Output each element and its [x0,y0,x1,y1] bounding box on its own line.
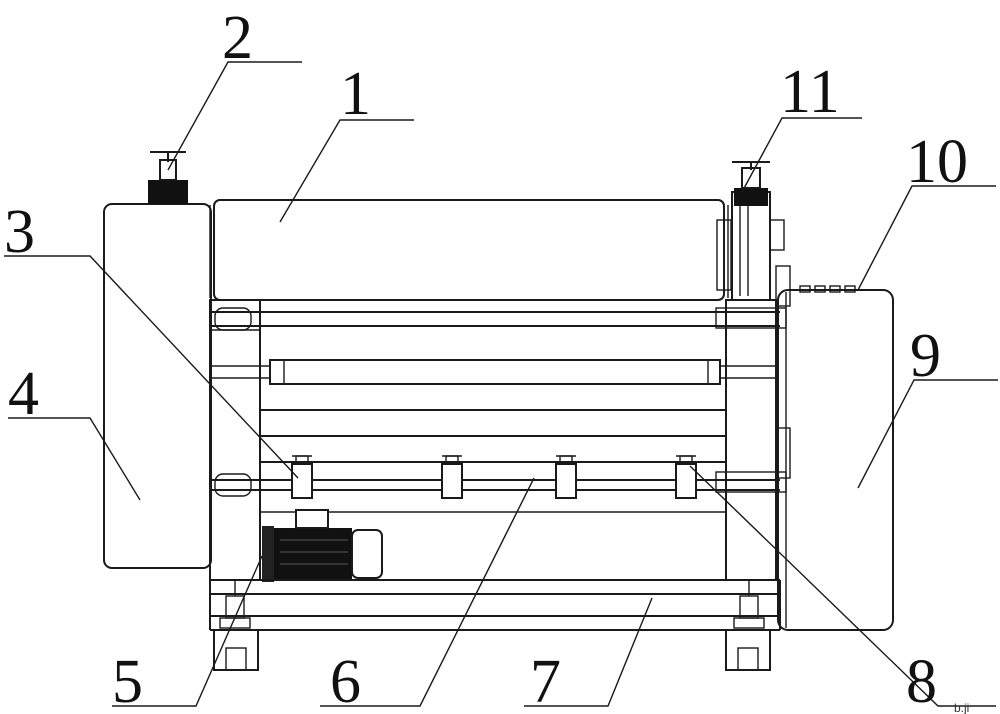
label-5: 5 [112,648,143,714]
label-4: 4 [8,360,39,428]
knife-holder-1 [291,455,313,499]
motor [262,509,383,582]
upper-shaft [210,311,780,327]
label-9: 9 [910,322,941,390]
knife-holder-2 [441,455,463,499]
label-8: 8 [906,648,937,714]
right-handwheel [732,161,770,206]
bottom-base [209,579,781,631]
label-2: 2 [222,4,253,72]
label-10: 10 [906,128,968,196]
right-foot [725,580,771,671]
left-foot [213,580,259,671]
control-buttons [799,285,856,293]
label-7: 7 [530,648,561,714]
label-3: 3 [4,198,35,266]
watermark: b.ji [954,701,969,714]
knife-holder-4 [675,455,697,499]
left-handwheel [148,151,188,204]
label-1: 1 [340,60,371,128]
leader-lines [4,61,998,707]
top-roller [213,199,725,301]
middle-roller [210,359,778,385]
label-6: 6 [330,648,361,714]
left-frame [209,299,261,581]
knife-holder-3 [555,455,577,499]
left-housing [103,203,212,569]
right-housing [777,289,894,631]
label-11: 11 [780,58,840,126]
